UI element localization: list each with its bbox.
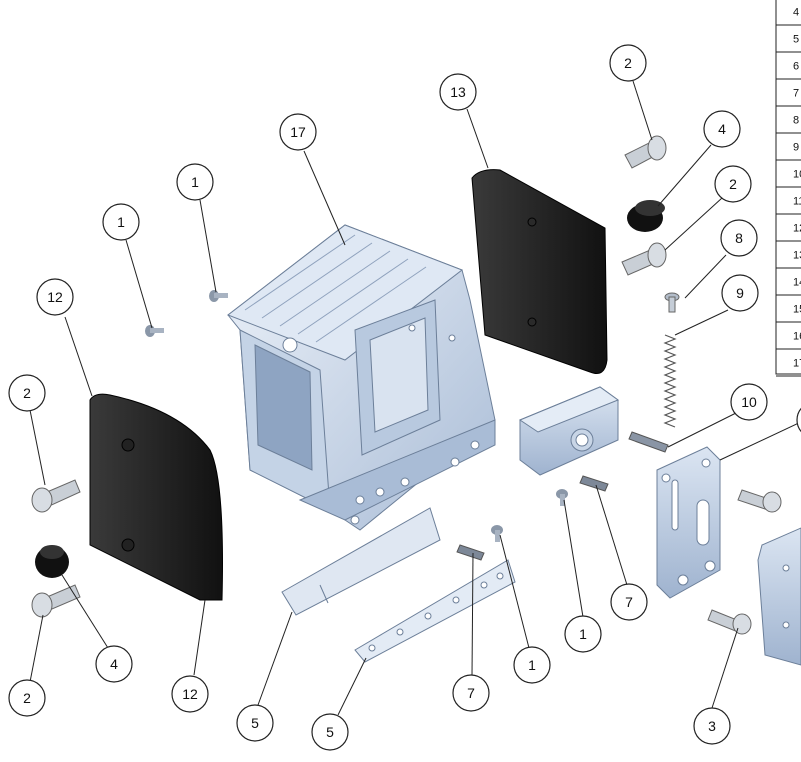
- leader-lines: [29, 80, 801, 716]
- balloon-item-8: 8: [720, 219, 758, 257]
- balloon-item-4: 4: [95, 645, 133, 683]
- svg-text:2: 2: [23, 690, 31, 706]
- svg-text:12: 12: [47, 289, 63, 305]
- balloon-item-2: 2: [8, 374, 46, 412]
- part-4-bumper: [35, 545, 69, 578]
- table-item-number: 9: [793, 142, 799, 154]
- balloon-item-1: 1: [102, 203, 140, 241]
- balloon-item-12: 12: [171, 675, 209, 713]
- part-screw-right: [737, 489, 782, 513]
- balloon-item-9: 9: [721, 274, 759, 312]
- table-item-number: 10: [793, 169, 801, 181]
- table-item-number: 6: [793, 61, 799, 73]
- part-2-cap-screw: [624, 135, 667, 169]
- part-right-edge-plate: [757, 527, 801, 666]
- balloon-item-2: 2: [714, 165, 752, 203]
- part-3-cap-screw: [707, 609, 752, 635]
- balloon-item-2: 2: [8, 679, 46, 717]
- svg-text:5: 5: [326, 724, 334, 740]
- balloon-item-7: 7: [452, 674, 490, 712]
- svg-text:1: 1: [579, 626, 587, 642]
- part-1-small-screw: [491, 525, 503, 542]
- part-7-set-screw: [456, 544, 485, 561]
- svg-text:7: 7: [467, 685, 475, 701]
- part-5-strip: [281, 507, 441, 616]
- svg-text:17: 17: [290, 124, 306, 140]
- balloon-item-3: 3: [693, 707, 731, 745]
- svg-text:13: 13: [450, 84, 466, 100]
- part-10-dowel: [628, 431, 669, 453]
- table-item-number: 8: [793, 115, 799, 127]
- balloon-item-2: 2: [609, 44, 647, 82]
- svg-text:2: 2: [729, 176, 737, 192]
- part-bracket-plate: [656, 446, 721, 599]
- svg-text:1: 1: [117, 214, 125, 230]
- part-8-pin: [664, 292, 680, 313]
- svg-text:12: 12: [182, 686, 198, 702]
- part-1-small-screw: [145, 325, 164, 337]
- table-item-number: 5: [793, 34, 799, 46]
- svg-text:1: 1: [528, 657, 536, 673]
- balloon-item-7: 7: [610, 583, 648, 621]
- balloon-item-1: 1: [513, 646, 551, 684]
- part-1-small-screw: [556, 489, 568, 506]
- table-item-number: 13: [793, 250, 801, 262]
- balloon-item-4: 4: [703, 110, 741, 148]
- svg-text:2: 2: [23, 385, 31, 401]
- svg-text:5: 5: [251, 715, 259, 731]
- balloon-item-17: 17: [279, 113, 317, 151]
- balloon-item-12: 12: [36, 278, 74, 316]
- svg-text:1: 1: [191, 174, 199, 190]
- svg-text:7: 7: [625, 594, 633, 610]
- svg-text:4: 4: [110, 656, 118, 672]
- balloon-item-1: 1: [176, 163, 214, 201]
- svg-text:9: 9: [736, 285, 744, 301]
- part-7-set-screw: [579, 475, 609, 492]
- part-12-black-cover: [89, 393, 223, 601]
- part-4-bumper: [627, 200, 665, 232]
- parts-list-table: 4 5 6 7 8 9 10 11 12 13 14 15 16 17: [775, 0, 801, 377]
- part-1-small-screw: [209, 290, 228, 302]
- balloon-clipped-right: [796, 407, 801, 433]
- table-item-number: 11: [793, 196, 801, 208]
- balloon-item-5: 5: [311, 713, 349, 751]
- part-9-spring: [663, 334, 677, 428]
- table-item-number: 4: [793, 7, 799, 19]
- part-2-cap-screw: [621, 242, 667, 276]
- part-2-cap-screw: [31, 584, 81, 618]
- table-item-number: 15: [793, 304, 801, 316]
- part-2-cap-screw: [31, 479, 81, 513]
- part-13-black-cover: [471, 169, 608, 374]
- table-item-number: 17: [793, 358, 801, 370]
- part-17-frame: [226, 224, 496, 531]
- balloon-item-10: 10: [730, 383, 768, 421]
- part-5-strip: [354, 559, 516, 663]
- table-item-number: 14: [793, 277, 801, 289]
- balloon-item-5: 5: [236, 704, 274, 742]
- balloon-item-1: 1: [564, 615, 602, 653]
- table-item-number: 7: [793, 88, 799, 100]
- part-slide-block: [518, 386, 620, 476]
- svg-text:2: 2: [624, 55, 632, 71]
- svg-text:10: 10: [741, 394, 757, 410]
- svg-text:8: 8: [735, 230, 743, 246]
- svg-text:3: 3: [708, 718, 716, 734]
- table-item-number: 12: [793, 223, 801, 235]
- table-item-number: 16: [793, 331, 801, 343]
- svg-text:4: 4: [718, 121, 726, 137]
- balloon-item-13: 13: [439, 73, 477, 111]
